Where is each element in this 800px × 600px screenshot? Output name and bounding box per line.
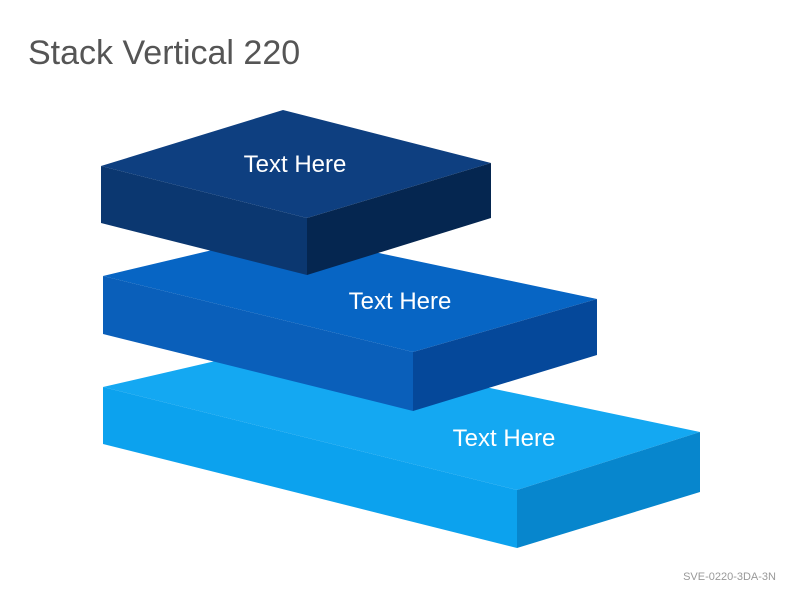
block-middle-top-face [103, 233, 597, 352]
stack-block-middle[interactable]: Text Here [103, 233, 597, 411]
stack-block-bottom[interactable]: Text Here [103, 345, 700, 548]
block-bottom-label: Text Here [453, 425, 556, 452]
block-top-label: Text Here [244, 151, 347, 178]
slide-code: SVE-0220-3DA-3N [683, 571, 776, 583]
block-middle-label: Text Here [349, 288, 452, 315]
block-middle-front-face [103, 276, 413, 411]
stack-block-top[interactable]: Text Here [101, 110, 491, 275]
block-bottom-top-face [103, 345, 700, 490]
block-middle-side-face [413, 299, 597, 411]
slide-title: Stack Vertical 220 [28, 34, 301, 72]
block-bottom-side-face [517, 432, 700, 548]
block-top-front-face [101, 166, 307, 275]
block-top-top-face [101, 110, 491, 218]
block-top-side-face [307, 163, 491, 275]
block-bottom-front-face [103, 387, 517, 548]
